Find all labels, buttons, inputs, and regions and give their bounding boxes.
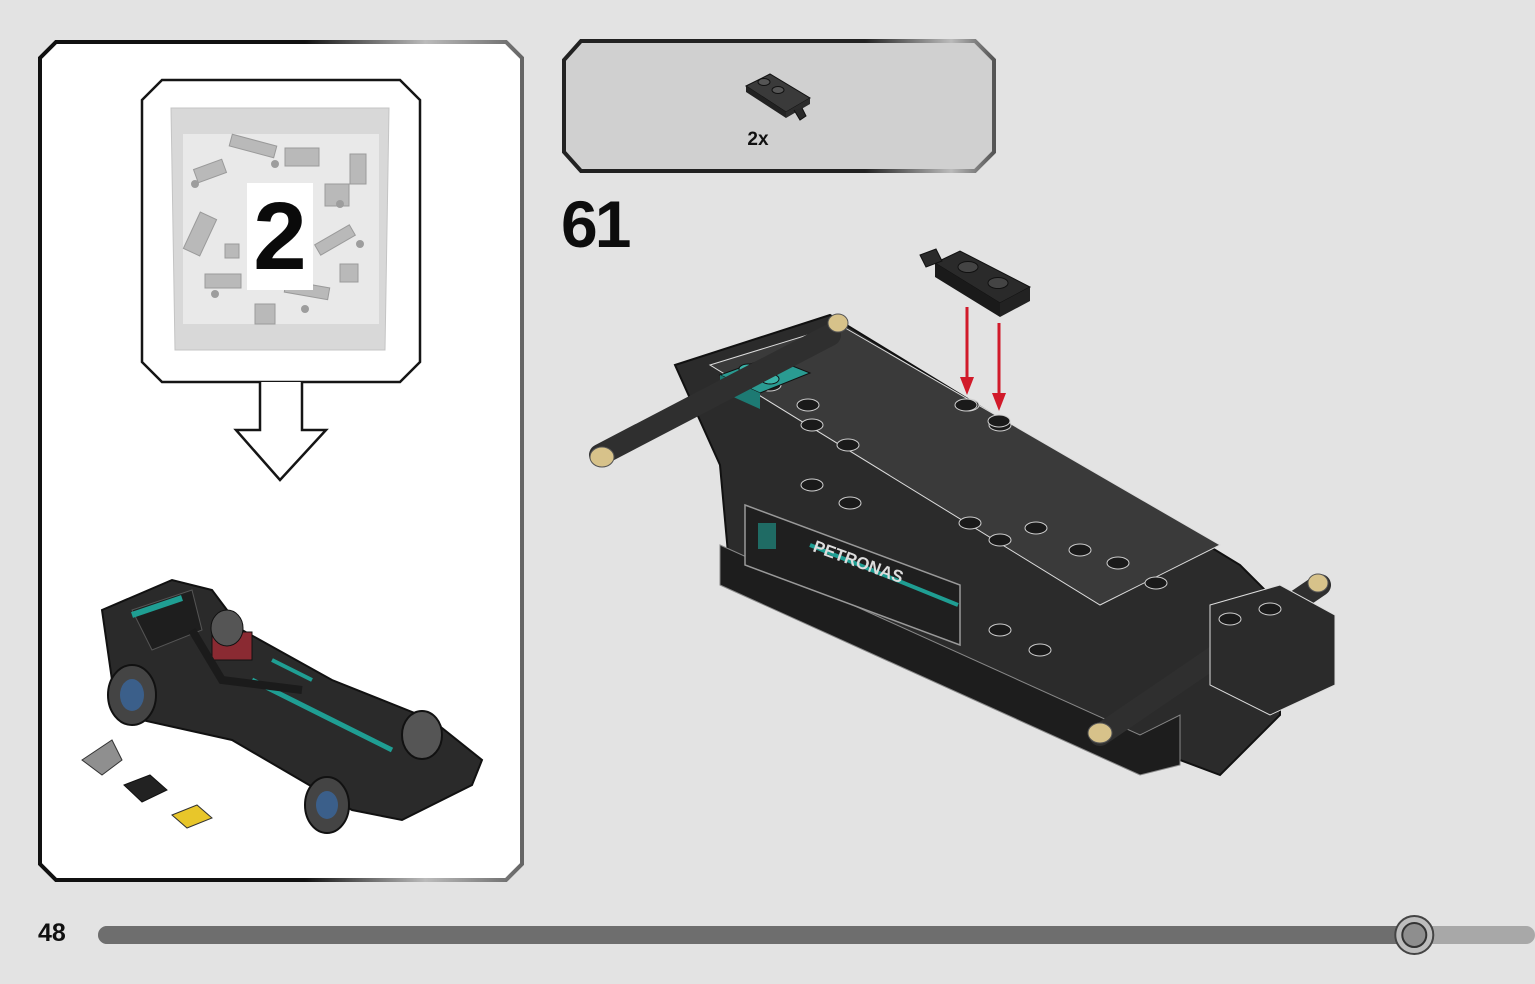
build-progress-bar: [98, 915, 1535, 955]
bag-number: 2: [232, 182, 328, 292]
progress-fill: [98, 926, 1415, 944]
build-step-illustration: PETRONAS: [589, 248, 1336, 777]
step-number: 61: [561, 187, 631, 261]
plate-with-clip-icon: [744, 73, 811, 121]
page-number: 48: [38, 919, 66, 947]
progress-knob: [1394, 915, 1435, 955]
parts-quantity: 2x: [747, 129, 769, 150]
finished-car-image: [81, 578, 484, 834]
